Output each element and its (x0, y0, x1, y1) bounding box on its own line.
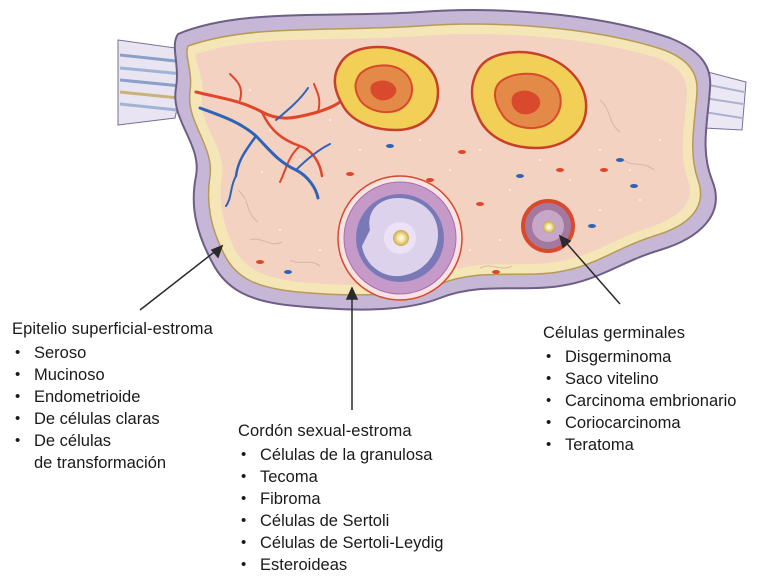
item-list: Disgerminoma Saco vitelino Carcinoma emb… (543, 346, 763, 456)
list-item: Células de Sertoli-Leydig (238, 532, 518, 554)
list-item: Tecoma (238, 466, 518, 488)
list-item: Carcinoma embrionario (543, 390, 763, 412)
label-group-germ-cells: Células germinales Disgerminoma Saco vit… (543, 322, 763, 456)
list-item: Seroso (12, 342, 252, 364)
list-item: Esteroideas (238, 554, 518, 576)
label-group-sex-cord-stroma: Cordón sexual-estroma Células de la gran… (238, 420, 518, 576)
list-item: Disgerminoma (543, 346, 763, 368)
list-item: Células de Sertoli (238, 510, 518, 532)
group-title: Cordón sexual-estroma (238, 420, 518, 442)
list-item: De células claras (12, 408, 252, 430)
germ-cell-follicle (521, 199, 575, 253)
list-item: Fibroma (238, 488, 518, 510)
list-item: Endometrioide (12, 386, 252, 408)
group-title: Células germinales (543, 322, 763, 344)
ovarian-follicle (338, 176, 462, 300)
list-item: Mucinoso (12, 364, 252, 386)
list-item: Saco vitelino (543, 368, 763, 390)
item-list: Células de la granulosa Tecoma Fibroma C… (238, 444, 518, 576)
list-item: Coriocarcinoma (543, 412, 763, 434)
list-item: Teratoma (543, 434, 763, 456)
label-group-surface-epithelium: Epitelio superficial-estroma Seroso Muci… (12, 318, 252, 474)
group-title: Epitelio superficial-estroma (12, 318, 252, 340)
item-list: Seroso Mucinoso Endometrioide De células… (12, 342, 252, 474)
list-item: Células de la granulosa (238, 444, 518, 466)
